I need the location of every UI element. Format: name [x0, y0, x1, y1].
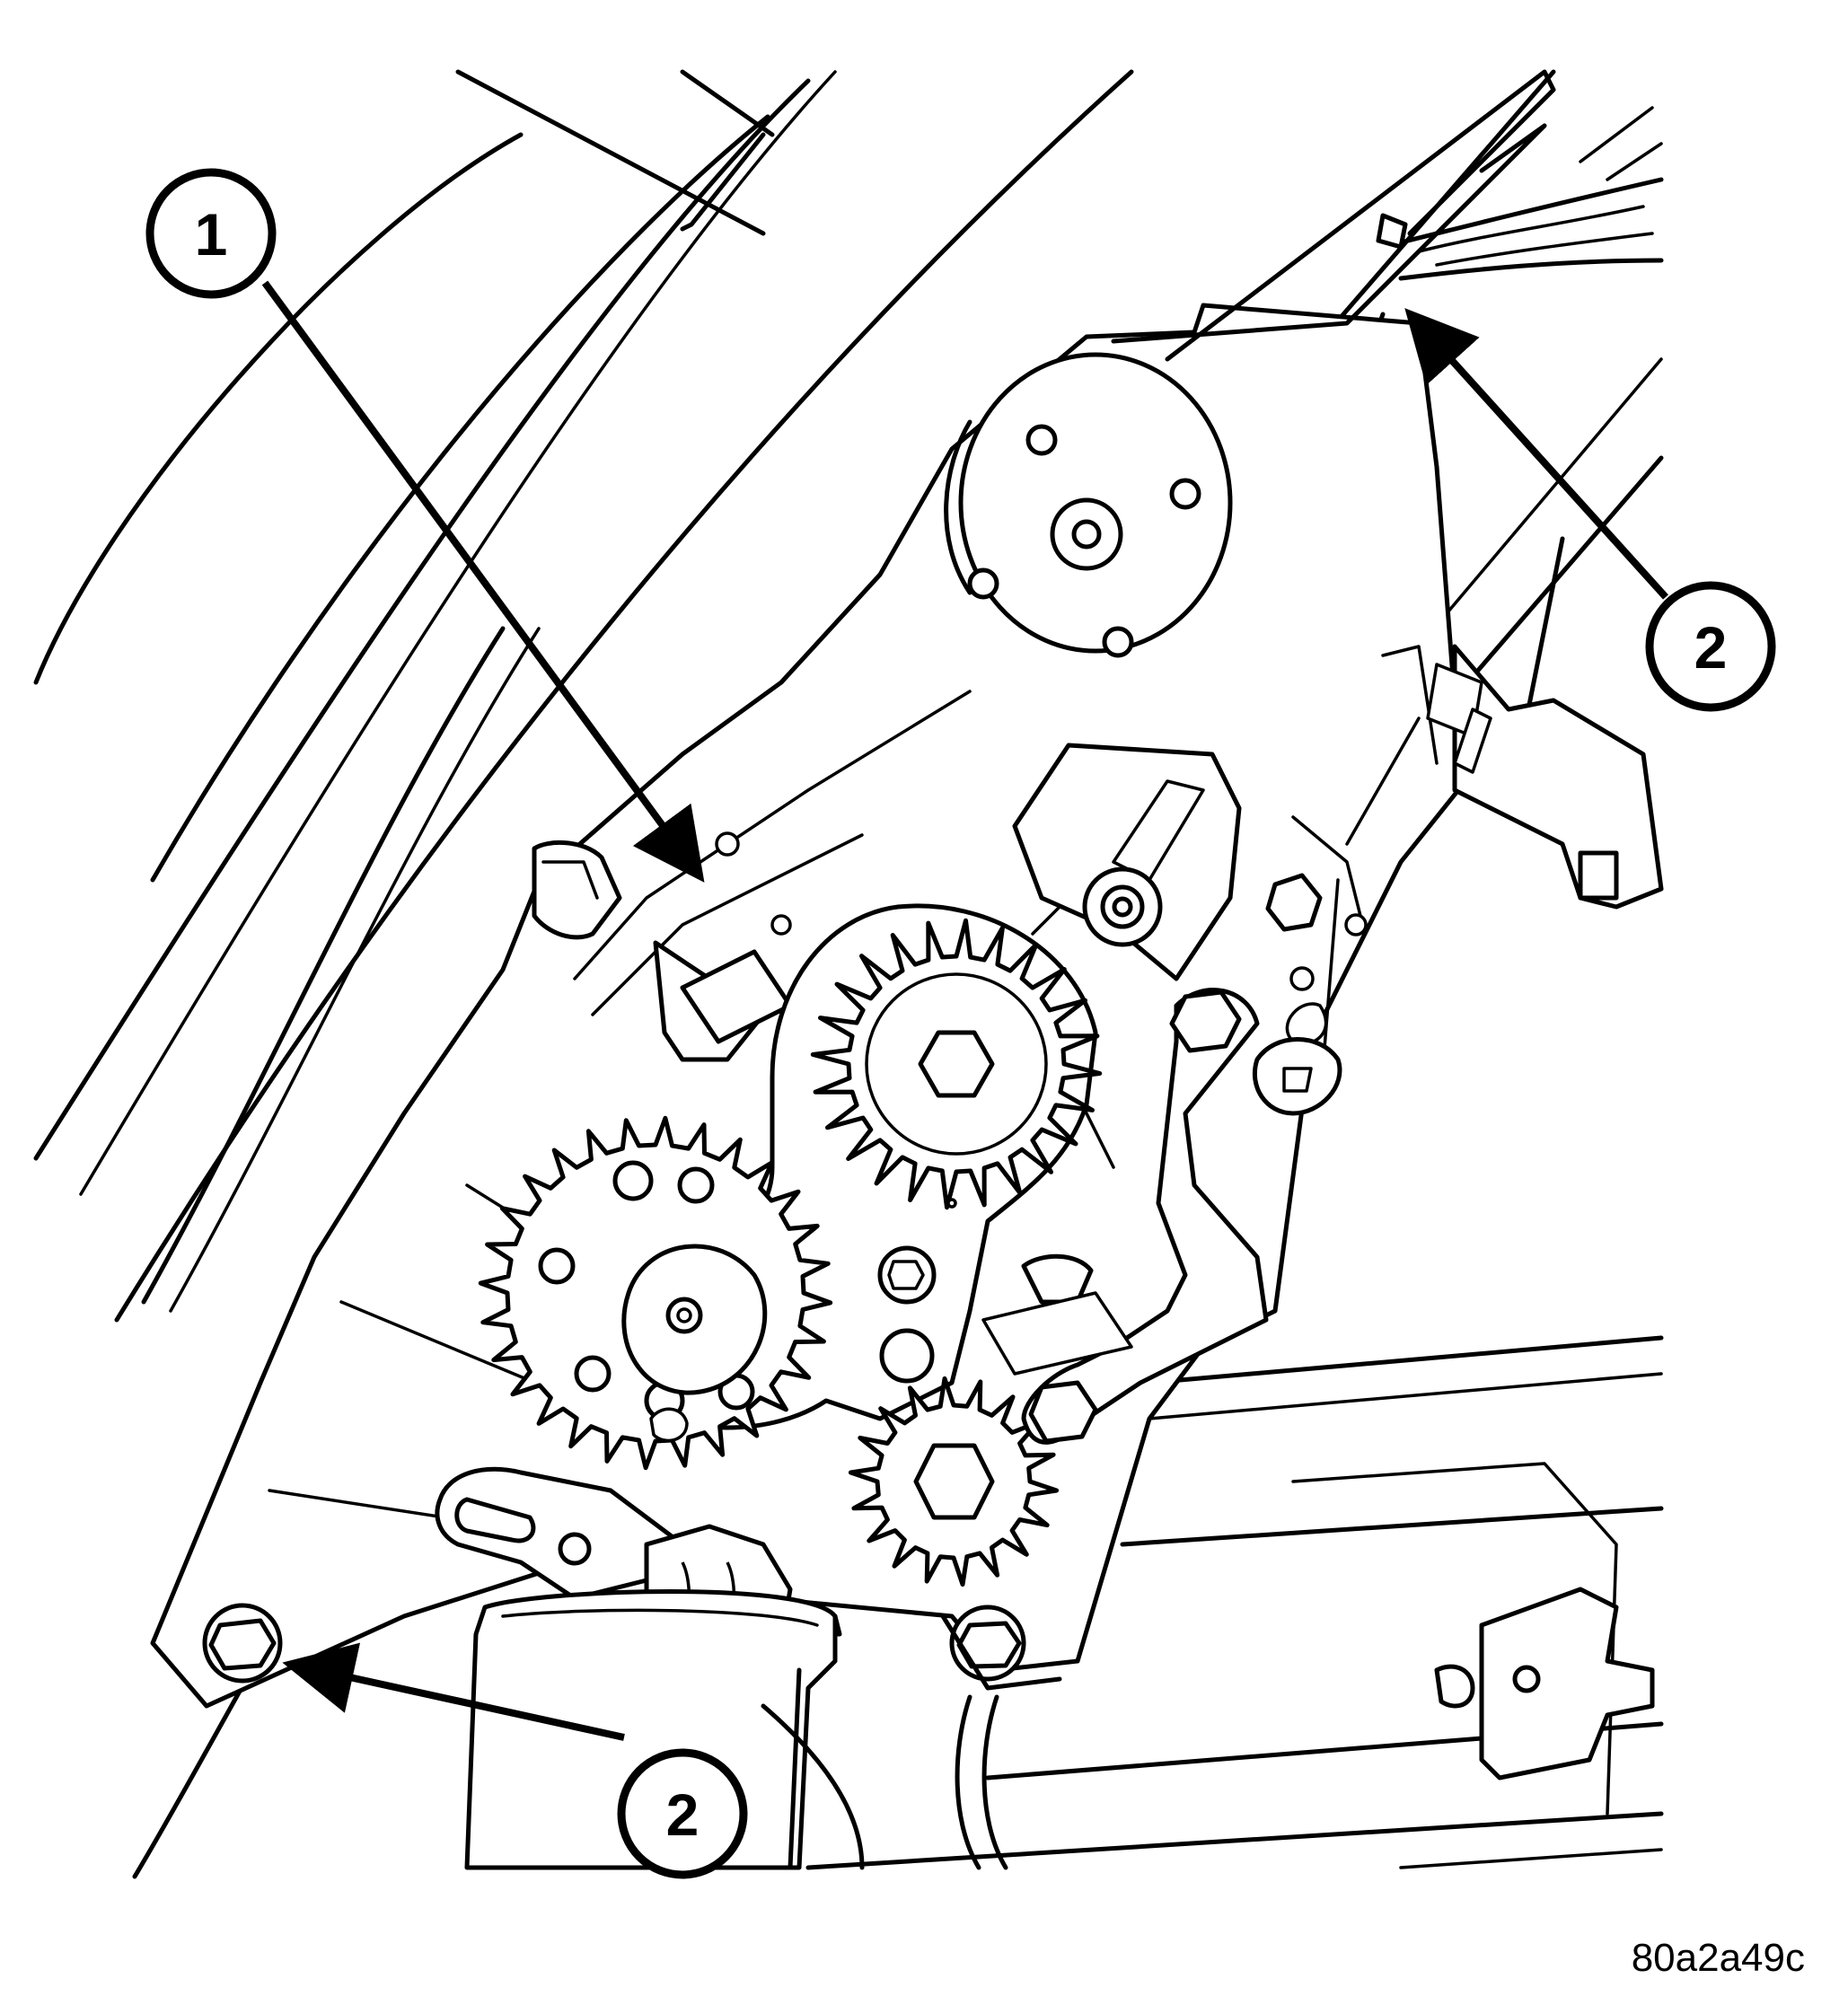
- inner-lever-plate: [1012, 743, 1368, 1116]
- callout-2-bottom-circle: [617, 1748, 748, 1879]
- callout-2-top: 2: [1645, 581, 1776, 712]
- callout-2-bottom-leader: [282, 1642, 625, 1741]
- callout-2-bottom: 2: [617, 1748, 748, 1879]
- left-clip: [532, 831, 793, 1062]
- figure-id: 80a2a49c: [1632, 1936, 1805, 1980]
- callout-2-top-circle: [1645, 581, 1776, 712]
- callout-1: 1: [145, 168, 277, 299]
- left-large-gear: [478, 1115, 833, 1471]
- callout-1-circle: [145, 168, 277, 299]
- right-lower-clip: [1434, 1587, 1655, 1781]
- motor-drum: [944, 352, 1233, 658]
- leader-lines: [261, 280, 1668, 1741]
- callout-1-label: 1: [195, 201, 228, 268]
- lower-small-gear: [848, 1376, 1060, 1587]
- lower-bolts: [202, 1603, 1062, 1691]
- callout-2-top-label: 2: [1694, 614, 1728, 681]
- callout-2-top-leader: [1404, 308, 1668, 600]
- callout-1-leader: [261, 280, 705, 883]
- bigGear1-hub: [865, 972, 1048, 1156]
- pivot-arm: [877, 988, 1269, 1445]
- callout-2-bottom-label: 2: [666, 1781, 700, 1848]
- right-bracket: [1426, 644, 1664, 910]
- regulator-back-plate: [150, 69, 1556, 1709]
